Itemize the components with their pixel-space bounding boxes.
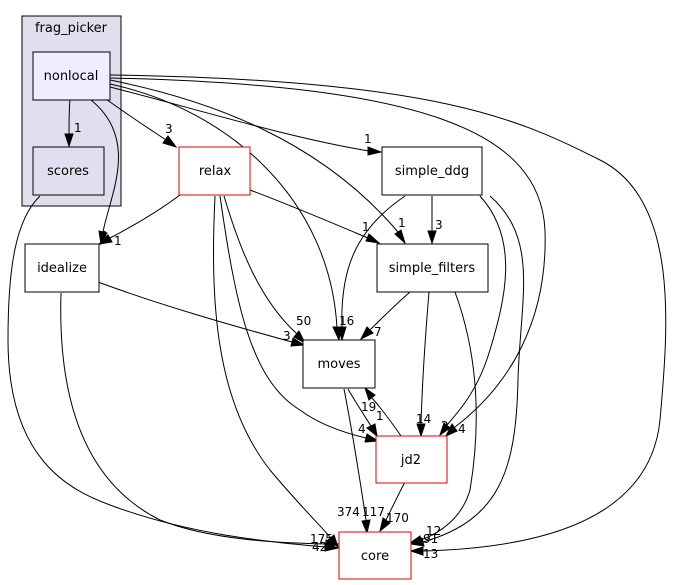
edge-label-simple-ddg-jd2: 2 [441,419,449,433]
edge-simple-filters-jd2: 14 [416,291,431,438]
edge-idealize-moves: 3 [97,281,306,347]
node-jd2-box [375,435,448,484]
edge-label-simple-filters-core: 12 [426,524,441,538]
edge-label-simple-ddg-core: 91 [423,532,438,546]
edge-relax-idealize: 1 [97,194,181,248]
node-jd2-label: jd2 [400,453,421,468]
node-core[interactable]: core [338,531,412,580]
edge-nonlocal-scores: 1 [64,99,82,148]
edge-label-nonlocal-relax: 3 [165,122,173,136]
edge-label-relax-idealize: 1 [114,234,122,248]
edge-label-simple-filters-moves: 7 [374,325,382,339]
edge-label-idealize-core: 175 [310,532,333,546]
node-idealize-label: idealize [37,261,87,276]
edge-nonlocal-simple-filters: 1 [109,79,407,245]
edge-jd2-core: 170 [379,481,409,533]
node-core-box [338,531,412,580]
edge-label-simple-filters-jd2: 14 [416,412,431,426]
node-relax-label: relax [199,164,232,179]
edge-nonlocal-jd2: 4 [109,77,546,438]
node-simple-ddg[interactable]: simple_ddg [381,146,483,196]
node-nonlocal-box [32,51,111,101]
edge-relax-jd2: 4 [219,195,380,443]
node-scores-label: scores [47,164,89,179]
edge-label-simple-ddg-simple-filters: 3 [435,218,443,232]
node-idealize[interactable]: idealize [24,243,100,293]
edge-relax-simple-filters: 1 [249,189,381,244]
node-nonlocal[interactable]: nonlocal [32,51,111,101]
node-simple-filters-label: simple_filters [389,261,476,276]
edge-nonlocal-relax: 3 [105,98,178,148]
edge-label-nonlocal-jd2: 4 [458,422,466,436]
edge-label-jd2-moves: 1 [376,409,384,423]
edge-label-nonlocal-idealize: 1 [101,229,109,243]
edge-label-nonlocal-simple-filters: 1 [398,216,406,230]
node-moves-label: moves [317,357,360,372]
edge-simple-ddg-simple-filters: 3 [427,196,443,245]
edge-relax-moves: 50 [223,195,311,345]
edge-idealize-core: 175 [60,292,340,549]
edge-label-relax-moves: 50 [296,314,311,328]
edge-simple-ddg-jd2: 2 [439,195,507,437]
frag-picker-cluster-label: frag_picker [35,21,108,36]
node-relax-box [178,146,251,196]
node-simple-filters-box [376,243,489,293]
edge-label-moves-jd2: 19 [361,400,376,414]
node-scores[interactable]: scores [32,146,105,196]
edge-label-jd2-core: 170 [386,511,409,525]
node-simple-ddg-label: simple_ddg [395,164,469,179]
edge-label-moves-core: 117 [362,505,385,519]
node-moves[interactable]: moves [302,339,376,389]
node-idealize-box [24,243,100,293]
edge-nonlocal-moves: 16 [109,83,354,342]
edge-moves-jd2: 19 [347,388,378,438]
edge-nonlocal-core: 13 [109,74,667,561]
edge-label-nonlocal-moves: 16 [339,314,354,328]
edge-simple-ddg-moves [337,195,406,342]
node-relax[interactable]: relax [178,146,251,196]
edge-jd2-moves: 1 [364,386,402,437]
edge-label-relax-jd2: 4 [358,422,366,436]
edge-moves-core: 117 [343,388,385,535]
edge-label-relax-simple-filters: 1 [362,220,370,234]
edge-simple-filters-moves: 7 [359,291,411,341]
edge-simple-filters-core: 12 [408,291,477,545]
node-core-label: core [361,549,389,564]
node-scores-box [32,146,105,196]
edge-label-nonlocal-core: 13 [423,547,438,561]
node-jd2[interactable]: jd2 [375,435,448,484]
edge-label-relax-core: 374 [337,505,360,519]
edge-label-idealize-moves: 3 [283,329,291,343]
edge-nonlocal-simple-ddg: 1 [109,86,383,156]
edge-relax-core: 374 [213,195,360,549]
node-moves-box [302,339,376,389]
edge-label-nonlocal-simple-ddg: 1 [364,132,372,146]
node-nonlocal-label: nonlocal [44,69,99,84]
node-simple-filters[interactable]: simple_filters [376,243,489,293]
edge-label-nonlocal-scores: 1 [74,121,82,135]
node-simple-ddg-box [381,146,483,196]
